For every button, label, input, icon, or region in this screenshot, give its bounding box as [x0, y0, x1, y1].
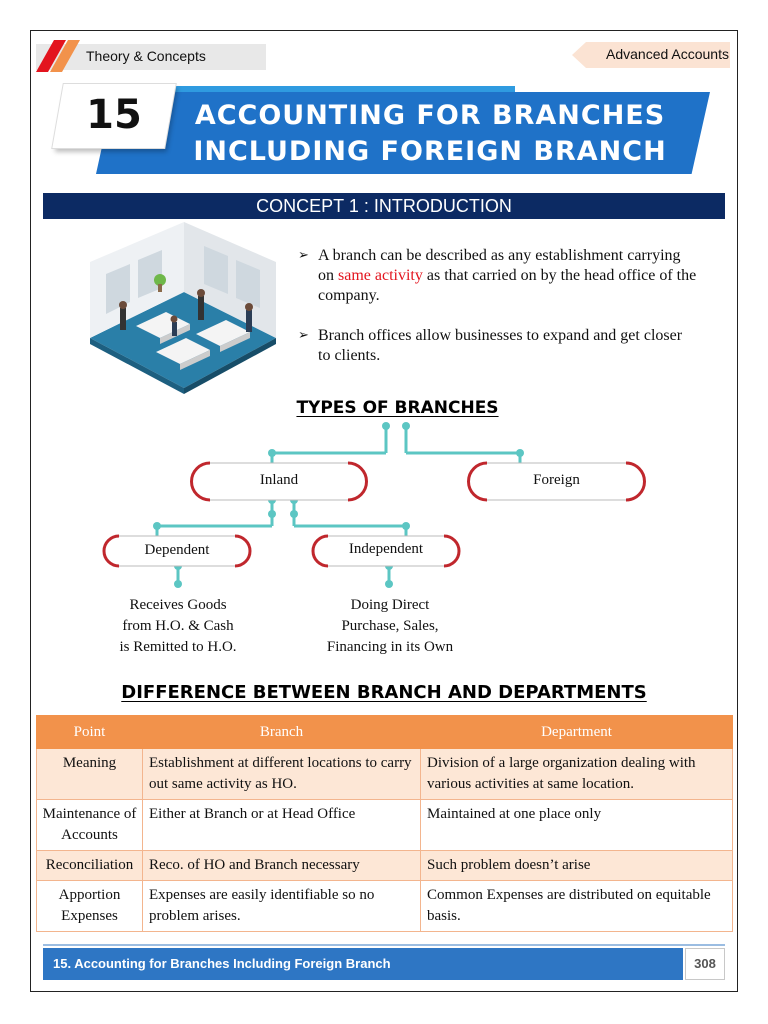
- header-book-label: Advanced Accounts: [606, 46, 729, 62]
- types-title-text: TYPES OF BRANCHES: [296, 398, 499, 418]
- table-cell-point: Meaning: [36, 748, 143, 800]
- arrow-bullet-icon: ➢: [298, 248, 309, 263]
- description-line: Receives Goods: [129, 597, 227, 613]
- intro-bullets: ➢ A branch can be described as any establ…: [298, 246, 698, 386]
- page-number: 308: [685, 948, 725, 980]
- table-cell-department: Maintained at one place only: [420, 799, 733, 851]
- arrow-bullet-icon: ➢: [298, 328, 309, 343]
- node-dependent: Dependent: [144, 542, 210, 558]
- banner-accent: [170, 86, 515, 94]
- highlight-text: same activity: [338, 267, 423, 284]
- table-cell-branch: Reco. of HO and Branch necessary: [142, 850, 421, 881]
- chapter-title-line2: Including Foreign Branch: [193, 136, 667, 167]
- table-row: Maintenance of Accounts Either at Branch…: [36, 799, 733, 851]
- table-row: Meaning Establishment at different locat…: [36, 748, 733, 800]
- node-foreign: Foreign: [533, 472, 580, 488]
- table-cell-point: Apportion Expenses: [36, 880, 143, 932]
- column-header-department: Department: [420, 715, 733, 749]
- bullet-text: Branch offices allow businesses to expan…: [318, 327, 683, 364]
- table-cell-point: Reconciliation: [36, 850, 143, 881]
- difference-title-text: DIFFERENCE BETWEEN BRANCH AND DEPARTMENT…: [121, 682, 647, 703]
- node-independent: Independent: [348, 541, 424, 557]
- header-section-label: Theory & Concepts: [86, 48, 206, 64]
- table-cell-branch: Expenses are easily identifiable so no p…: [142, 880, 421, 932]
- bullet-text: A branch can be described as any establi…: [318, 247, 681, 284]
- description-line: Doing Direct: [350, 597, 430, 613]
- table-header-row: Point Branch Department: [36, 715, 733, 749]
- concept-heading: CONCEPT 1 : INTRODUCTION: [43, 193, 725, 219]
- header-stripes-icon: [36, 40, 80, 72]
- table-row: Apportion Expenses Expenses are easily i…: [36, 880, 733, 932]
- description-line: Financing in its Own: [326, 639, 454, 655]
- bullet-branch-definition: ➢ A branch can be described as any establ…: [298, 246, 698, 306]
- chapter-title-line1: Accounting for Branches: [194, 100, 666, 131]
- description-line: Purchase, Sales,: [341, 618, 439, 634]
- description-line: is Remitted to H.O.: [119, 639, 237, 655]
- chapter-number: 15: [86, 92, 142, 138]
- column-header-point: Point: [36, 715, 143, 749]
- table-cell-department: Such problem doesn’t arise: [420, 850, 733, 881]
- chapter-title: Accounting for Branches Including Foreig…: [150, 98, 710, 170]
- chapter-banner: [96, 92, 710, 174]
- column-header-branch: Branch: [142, 715, 421, 749]
- header-right-tab: [572, 42, 730, 68]
- page-border: [30, 30, 738, 992]
- table-cell-branch: Either at Branch or at Head Office: [142, 799, 421, 851]
- table-row: Reconciliation Reco. of HO and Branch ne…: [36, 850, 733, 881]
- types-title: TYPES OF BRANCHES: [200, 398, 595, 418]
- bullet-branch-purpose: ➢ Branch offices allow businesses to expa…: [298, 326, 698, 366]
- difference-title: DIFFERENCE BETWEEN BRANCH AND DEPARTMENT…: [43, 682, 725, 703]
- node-inland: Inland: [259, 472, 299, 488]
- table-cell-branch: Establishment at different locations to …: [142, 748, 421, 800]
- independent-description: Doing Direct Purchase, Sales, Financing …: [300, 595, 480, 658]
- footer-rule: [43, 944, 725, 946]
- difference-table: Point Branch Department Meaning Establis…: [36, 715, 733, 932]
- office-isometric-illustration: [90, 222, 276, 394]
- footer-chapter-title: 15. Accounting for Branches Including Fo…: [43, 948, 683, 980]
- dependent-description: Receives Goods from H.O. & Cash is Remit…: [88, 595, 268, 658]
- table-cell-department: Common Expenses are distributed on equit…: [420, 880, 733, 932]
- description-line: from H.O. & Cash: [122, 618, 234, 634]
- bullet-text: as that carried on by the head office of…: [318, 267, 697, 304]
- table-cell-department: Division of a large organization dealing…: [420, 748, 733, 800]
- table-cell-point: Maintenance of Accounts: [36, 799, 143, 851]
